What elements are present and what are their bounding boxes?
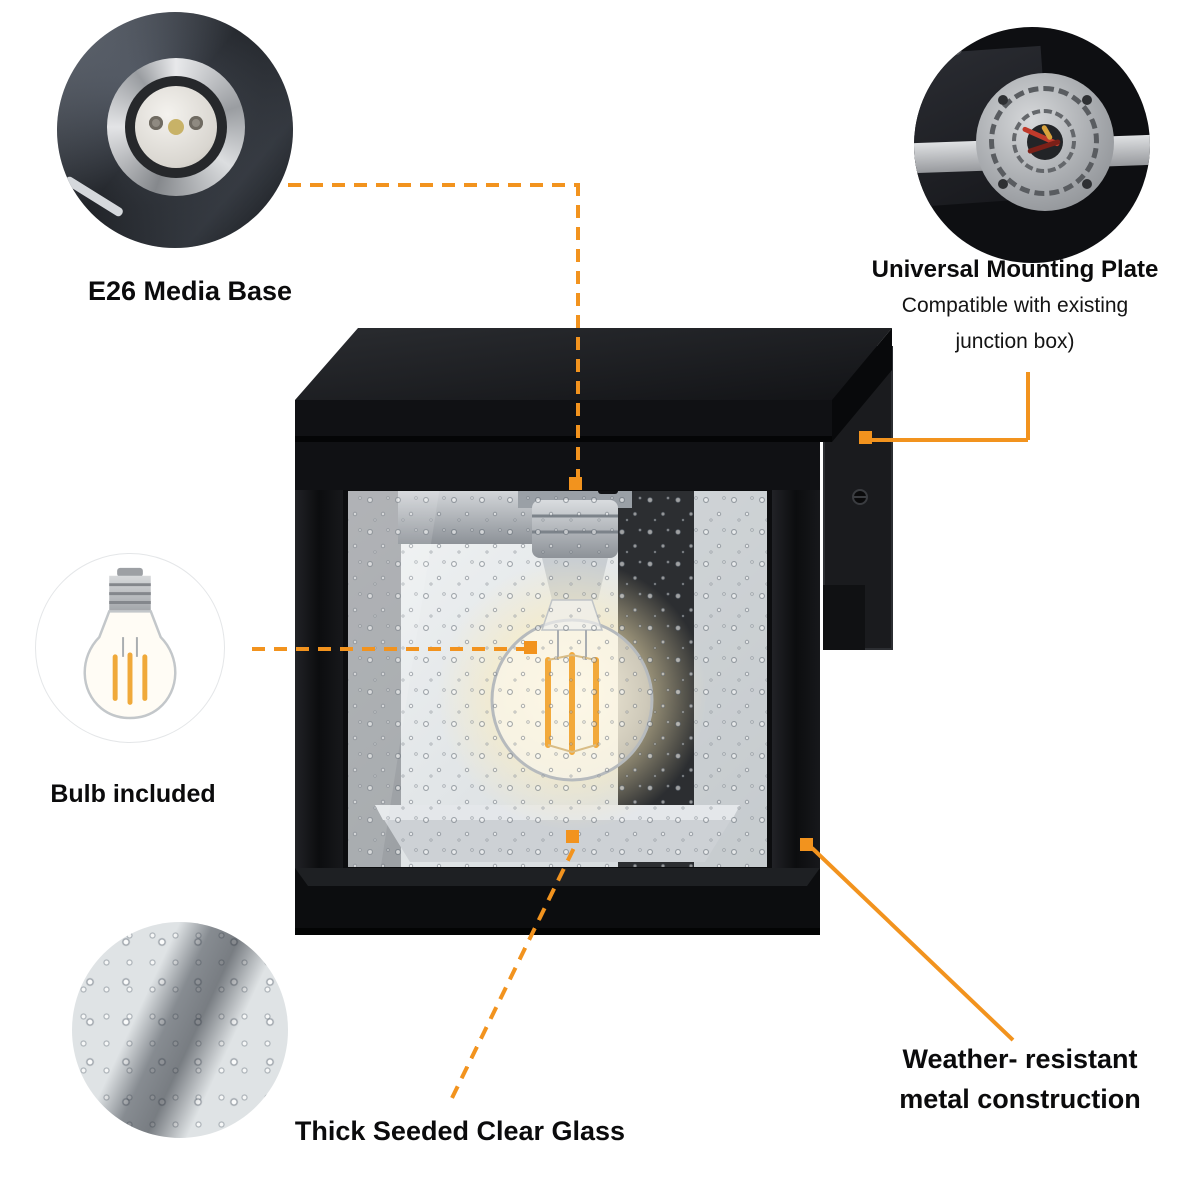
socket-center-contact xyxy=(168,119,184,135)
connector-mounting-endpoint xyxy=(859,431,872,444)
socket-ceramic xyxy=(135,86,217,168)
plate-slot-ring xyxy=(1012,109,1076,173)
socket-contact xyxy=(149,116,163,130)
connector-bulb-horizontal xyxy=(252,647,530,651)
lantern-frame xyxy=(295,442,820,935)
wall-lantern-illustration xyxy=(295,328,893,935)
round-mounting-plate xyxy=(976,73,1114,211)
plate-center-hole xyxy=(1021,124,1063,160)
e26-socket-photo xyxy=(57,12,293,248)
mounting-subtext-line1: Compatible with existing xyxy=(901,294,1129,317)
edison-bulb-illustration xyxy=(83,567,177,720)
plate-hole xyxy=(998,95,1008,105)
dark-wire xyxy=(1027,138,1061,155)
weather-label-line2: metal construction xyxy=(899,1084,1141,1114)
mounting-label: Universal Mounting Plate xyxy=(871,256,1159,283)
seeded-glass-photo xyxy=(72,922,288,1138)
glass-label: Thick Seeded Clear Glass xyxy=(294,1116,626,1146)
connector-bulb-endpoint xyxy=(524,641,537,654)
plate-hole xyxy=(1082,179,1092,189)
plate-slot-ring xyxy=(989,86,1099,196)
bulb-photo xyxy=(35,553,225,743)
lantern-cap xyxy=(295,328,892,442)
mounting-screw xyxy=(950,43,962,55)
connector-e26-vertical xyxy=(576,183,580,485)
mounting-plate-photo xyxy=(914,27,1150,263)
connector-weather-endpoint xyxy=(800,838,813,851)
connector-mounting-horizontal xyxy=(868,438,1028,442)
connector-glass-endpoint xyxy=(566,830,579,843)
glass-reflection xyxy=(343,486,440,872)
weather-label-line1: Weather- resistant xyxy=(902,1044,1138,1074)
connector-e26-endpoint xyxy=(569,477,582,490)
mounting-subtext-line2: junction box) xyxy=(955,330,1075,353)
plate-hole xyxy=(1082,95,1092,105)
bulb-label: Bulb included xyxy=(50,780,216,808)
seeded-glass-overlay xyxy=(343,486,772,872)
connector-e26-horizontal xyxy=(288,183,578,187)
socket-contact xyxy=(189,116,203,130)
e26-label: E26 Media Base xyxy=(87,276,293,306)
connector-mounting-vertical xyxy=(1026,372,1030,440)
plate-hole xyxy=(998,179,1008,189)
